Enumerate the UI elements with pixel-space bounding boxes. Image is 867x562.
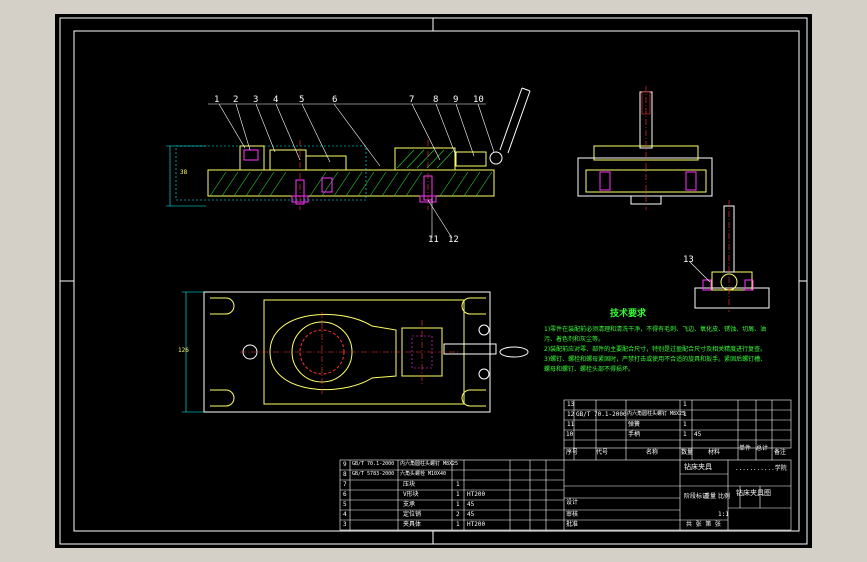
parts-lower-name: 支承: [403, 501, 416, 508]
parts-lower-qty: 1: [456, 521, 460, 528]
balloon-3: 3: [253, 95, 259, 105]
parts-lower-name: V形块: [403, 491, 419, 498]
header-remark: 备注: [774, 449, 787, 456]
tech-requirement-line: 螺母和螺钉、螺栓头部不得损坏。: [544, 366, 635, 373]
parts-lower-name: 内六角圆柱头螺钉 M8X25: [400, 461, 459, 467]
dim-front-height: 38: [180, 169, 188, 176]
balloon-5: 5: [299, 95, 305, 105]
plan-view: [182, 291, 529, 413]
designer-label: 设计: [566, 499, 579, 506]
parts-lower-no: 5: [343, 501, 347, 508]
drawing-name: 钻床夹具: [684, 463, 712, 471]
sheet-info: 共 张 第 张: [686, 521, 721, 528]
ratio-label: 比例: [718, 493, 731, 500]
partial-view: [689, 200, 770, 312]
parts-lower-name: 六角头螺栓 M10X40: [400, 471, 447, 477]
parts-upper-no: 13: [567, 401, 575, 408]
parts-lower-material: 45: [467, 501, 475, 508]
balloon-2: 2: [233, 95, 239, 105]
balloon-4: 4: [273, 95, 279, 105]
parts-lower-material: 45: [467, 511, 475, 518]
weight-label: 重量: [704, 493, 717, 500]
parts-upper-name: 弹簧: [628, 421, 641, 428]
parts-lower-name: 定位销: [403, 511, 422, 518]
tech-requirement-line: 3)螺钉、螺栓和螺母紧固时，严禁打击或使用不合适的旋具和扳手。紧固后螺钉槽、: [544, 356, 767, 363]
parts-list-upper-grid: [563, 399, 792, 460]
parts-lower-qty: 2: [456, 511, 460, 518]
stage-label: 阶段标记: [684, 493, 709, 500]
header-no: 序号: [566, 449, 579, 456]
balloon-11: 11: [428, 235, 439, 245]
parts-lower-no: 7: [343, 481, 347, 488]
balloon-13: 13: [683, 255, 694, 265]
parts-lower-qty: 1: [456, 501, 460, 508]
balloon-6: 6: [332, 95, 338, 105]
header-name: 名称: [646, 449, 659, 456]
parts-lower-code: GB/T 5783-2000: [352, 471, 395, 477]
parts-upper-no: 12: [567, 411, 575, 418]
parts-lower-no: 8: [343, 471, 347, 478]
tech-requirement-line: 1)零件在装配前必须清理和清洗干净，不得有毛刺、飞边、氧化皮、锈蚀、切屑、油: [544, 326, 767, 333]
parts-lower-qty: 1: [456, 491, 460, 498]
company-name: ...........学院: [735, 465, 787, 472]
drawing-number: 钻床夹具图: [736, 489, 771, 497]
header-weight: 单件: [739, 445, 752, 452]
checker-label: 审核: [566, 511, 579, 518]
parts-upper-no: 10: [566, 431, 574, 438]
parts-lower-no: 6: [343, 491, 347, 498]
parts-upper-material: 45: [694, 431, 702, 438]
header-total: 总计: [756, 445, 769, 452]
drawing-sheet: [55, 14, 812, 548]
header-qty: 数量: [681, 449, 694, 456]
parts-lower-no: 4: [343, 511, 347, 518]
balloon-10: 10: [473, 95, 484, 105]
balloon-9: 9: [453, 95, 459, 105]
header-code: 代号: [596, 449, 609, 456]
header-material: 材料: [708, 449, 721, 456]
side-view: [577, 86, 713, 210]
tech-requirements-title: 技术要求: [610, 309, 647, 319]
parts-upper-qty: 1: [683, 431, 687, 438]
approve-label: 批准: [566, 521, 579, 528]
parts-upper-code: GB/T 70.1-2000: [576, 411, 627, 418]
parts-lower-qty: 1: [456, 481, 460, 488]
scale-value: 1:1: [718, 511, 729, 518]
parts-lower-no: 3: [343, 521, 347, 528]
parts-lower-material: HT200: [467, 521, 486, 528]
balloon-7: 7: [409, 95, 415, 105]
parts-lower-material: HT200: [467, 491, 486, 498]
front-view: [166, 87, 531, 239]
parts-list-lower-grid: [339, 448, 792, 531]
parts-upper-name: 手柄: [628, 431, 641, 438]
parts-upper-qty: 1: [683, 401, 687, 408]
parts-lower-name: 压块: [403, 481, 416, 488]
tech-requirement-line: 污、着色剂和灰尘等。: [544, 336, 605, 343]
parts-upper-no: 11: [567, 421, 575, 428]
parts-upper-name: 内六角圆柱头螺钉 M8X25: [627, 411, 686, 417]
parts-upper-qty: 1: [683, 421, 687, 428]
parts-lower-code: GB/T 70.1-2000: [352, 461, 395, 467]
parts-lower-name: 夹具体: [403, 521, 422, 528]
balloon-8: 8: [433, 95, 439, 105]
balloon-12: 12: [448, 235, 459, 245]
parts-upper-qty: 1: [683, 411, 687, 418]
tech-requirement-line: 2)装配前应对零、部件的主要配合尺寸，特别是过盈配合尺寸及相关精度进行复查。: [544, 346, 767, 353]
frame-ticks: [60, 18, 807, 544]
balloon-1: 1: [214, 95, 220, 105]
dim-plan-height: 126: [178, 347, 189, 354]
parts-lower-no: 9: [343, 461, 347, 468]
